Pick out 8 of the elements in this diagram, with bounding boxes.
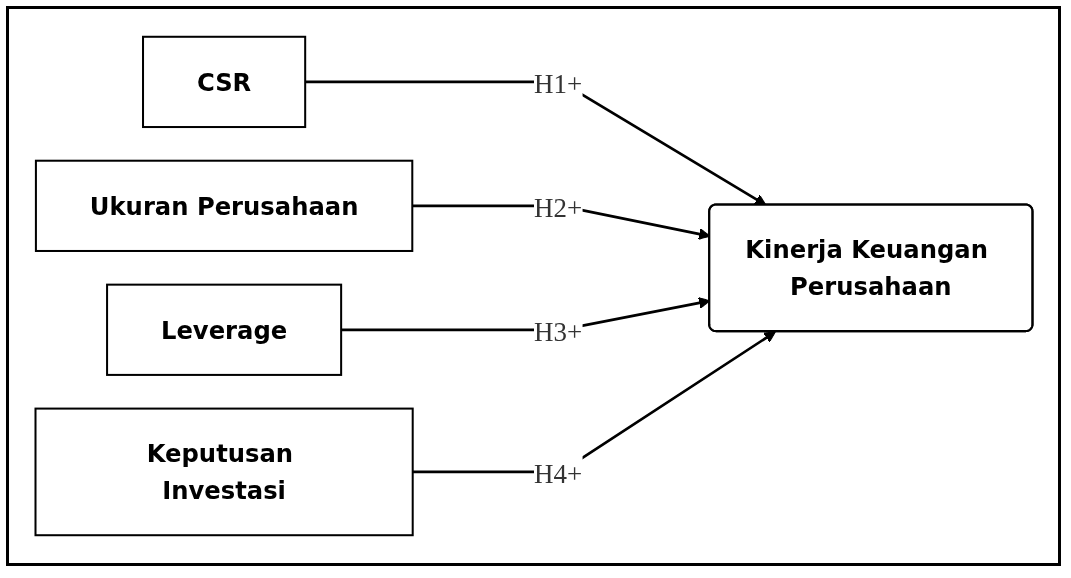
edge-label: H3+	[533, 316, 582, 347]
edge-label: H4+	[533, 459, 582, 489]
node-box: Ukuran Perusahaan	[34, 159, 413, 252]
edge-label: H1+	[533, 69, 582, 99]
node-box: Keputusan Investasi	[34, 407, 414, 537]
node-box: Leverage	[105, 283, 342, 376]
node-box: CSR	[141, 35, 306, 129]
edge-label: H2+	[533, 193, 582, 223]
